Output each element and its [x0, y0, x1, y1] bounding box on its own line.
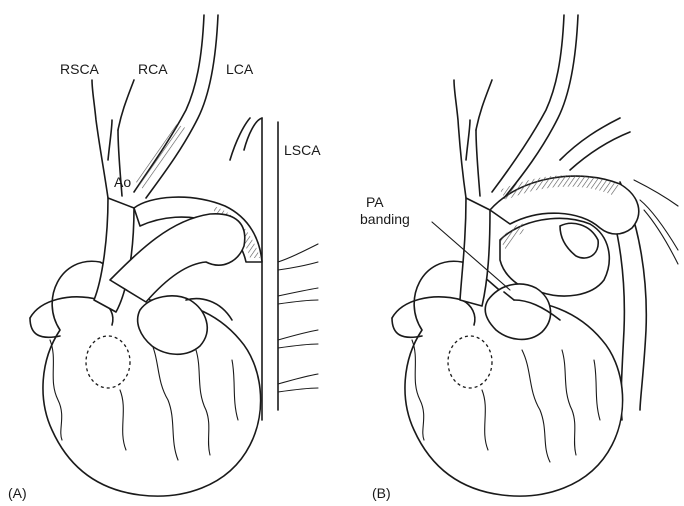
label-banding: banding: [360, 211, 410, 227]
label-pa: PA: [366, 194, 384, 210]
great-arteries-b: [460, 175, 639, 339]
panel-a-label: (A): [8, 485, 27, 501]
neck-vessels-b: [454, 15, 630, 198]
descending-aorta: [262, 118, 318, 420]
label-lca: LCA: [226, 61, 254, 77]
panel-b-label: (B): [372, 485, 391, 501]
panel-a: RSCA RCA LCA LSCA Ao (A): [8, 15, 321, 501]
panel-b: PA banding (B): [360, 15, 678, 501]
label-ao: Ao: [114, 174, 131, 190]
label-lsca: LSCA: [284, 142, 321, 158]
label-rca: RCA: [138, 61, 168, 77]
label-rsca: RSCA: [60, 61, 100, 77]
neck-vessels-a: [92, 15, 262, 198]
